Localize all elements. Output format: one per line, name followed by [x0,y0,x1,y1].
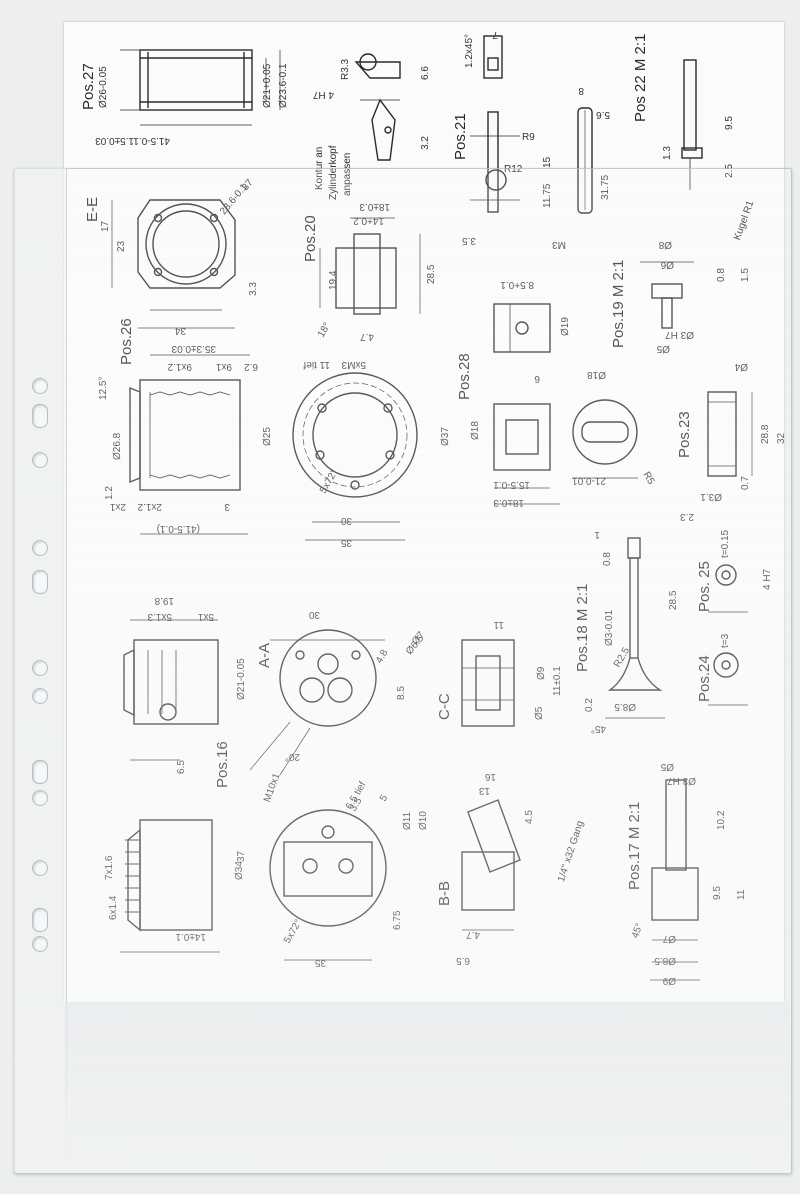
part-finned-head [123,619,219,761]
label-pos22: Pos 22 M 2:1 [632,33,649,122]
label-d26: Ø26-0.05 [98,66,109,108]
punch-hole [32,570,48,594]
label-l415: 41.5-0.1 [133,135,170,146]
label-r12: R12 [504,164,522,175]
part-lower-cylinder [120,819,220,953]
label-d66: 6.6 [420,66,431,80]
part-pos28 [493,303,560,505]
part-head-aa [249,629,385,776]
part-pos23 [707,391,753,477]
part-pos20-arm [354,53,401,161]
label-d56: 5.6 [596,109,610,120]
part-pos20-block [319,217,421,315]
label-d4h7: 4 H7 [312,89,334,100]
label-d13: 1.3 [662,146,673,160]
label-r9: R9 [522,132,535,143]
punch-hole [32,540,48,556]
label-l15: 1.5±0.03 [95,135,134,146]
drawing-sheet [64,22,784,1002]
part-section-cc [461,639,515,727]
label-r33: R3.3 [340,58,351,80]
punch-hole [32,790,48,806]
punch-hole [32,688,48,704]
label-d15: 15 [542,156,553,168]
label-d95: 9.5 [724,116,735,130]
punch-hole [32,660,48,676]
punch-hole [32,936,48,952]
label-d32: 3.2 [420,136,431,150]
part-section-bb [461,799,521,931]
part-pos17 [650,779,700,981]
punch-hole [32,760,48,784]
part-pos19 [640,261,694,329]
part-pos24 [708,652,748,706]
punch-hole [32,452,48,468]
label-d23: Ø23.6-0.1 [278,63,289,108]
label-d8: 8 [578,85,584,96]
part-pos21 [470,35,520,213]
part-pos22 [577,59,703,214]
punch-hole [32,404,48,428]
punch-hole [32,378,48,394]
punch-hole [32,860,48,876]
part-round-flange [292,372,418,541]
label-d7: 7 [492,29,498,40]
part-head-bb [269,809,387,961]
part-pos28-ring [572,399,638,479]
part-pos26 [129,354,250,535]
label-pos21: Pos.21 [452,113,469,160]
label-pos27: Pos.27 [80,63,97,110]
part-pos25 [708,564,748,613]
punch-hole [32,908,48,932]
sleeve-bottom-margin [64,1002,790,1172]
part-pos27 [120,49,281,126]
label-d21: Ø21+0.05 [262,63,273,108]
part-flange-ee [111,199,236,329]
label-chamfer: 1.2x45° [464,33,475,68]
part-pos18 [605,537,665,719]
